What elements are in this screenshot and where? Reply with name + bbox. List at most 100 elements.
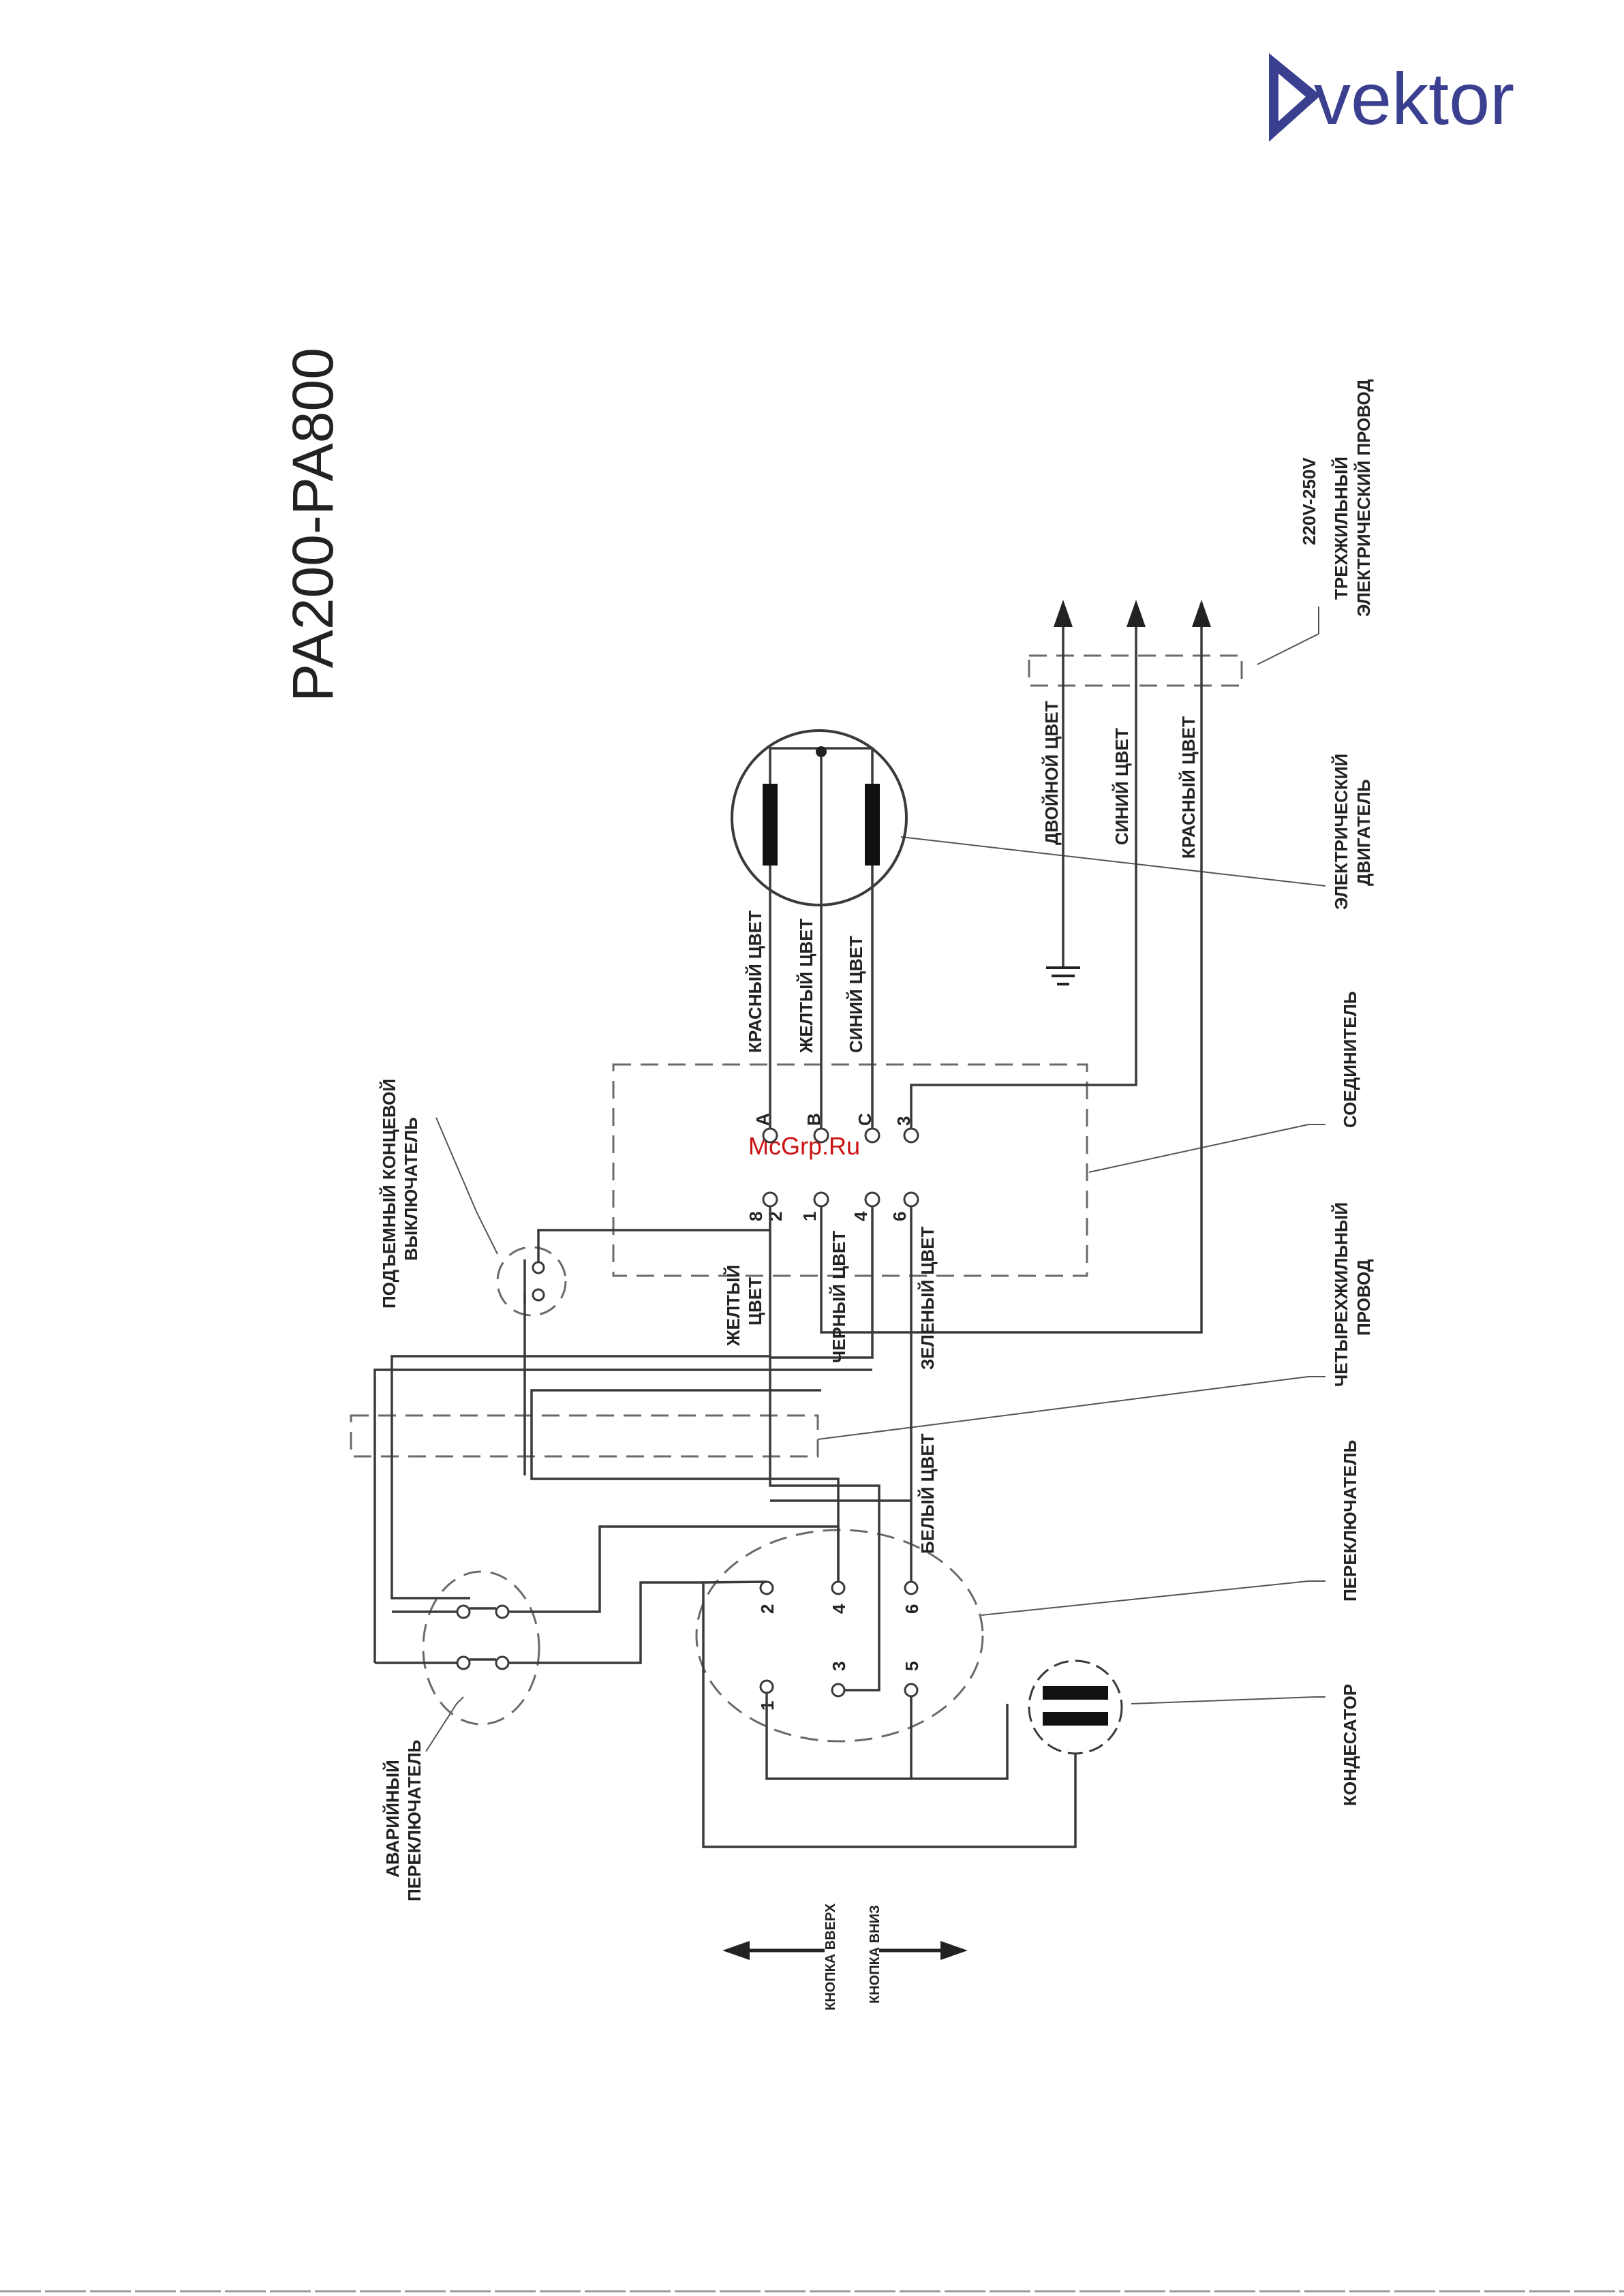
terminal-label-2: 2: [765, 1212, 786, 1221]
double-wire-arrow: [1054, 600, 1073, 627]
switch-terminal-5: [904, 1683, 919, 1698]
emergency-left-wire: [375, 1610, 457, 1664]
motor-housing: [731, 729, 908, 906]
four-core-wires: [373, 1206, 913, 1692]
black-wire-bus: [530, 1389, 840, 1587]
leader-three-core: [1257, 607, 1319, 665]
three-core-wire-label-line1: ТРЕХЖИЛЬНЫЙ: [1331, 457, 1351, 600]
limit-switch-label-line2: ВЫКЛЮЧАТЕЛЬ: [401, 1117, 421, 1261]
leader-capacitor: [1131, 1696, 1326, 1704]
capacitor-label: КОНДЕСАТОР: [1340, 1684, 1360, 1806]
button-up-label: КНОПКА ВВЕРХ: [823, 1903, 838, 2010]
wire-label-yellow-line1: ЖЕЛТЫЙ: [723, 1265, 744, 1347]
leader-switch: [981, 1580, 1326, 1616]
terminal-3: [903, 1127, 919, 1144]
terminal-label-a: A: [752, 1113, 773, 1126]
switch-terminal-1: [759, 1679, 774, 1694]
terminal-8: [762, 1191, 778, 1208]
green-wire: [770, 1206, 874, 1359]
emergency-contact-1: [456, 1604, 471, 1619]
switch-label: ПЕРЕКЛЮЧАТЕЛЬ: [1340, 1440, 1360, 1602]
emergency-bottom-wire: [502, 1581, 703, 1664]
electric-motor-label-line1: ЭЛЕКТРИЧЕСКИЙ: [1331, 754, 1351, 910]
yellow-wire: [769, 1206, 880, 1692]
switch-terminal-label-5: 5: [902, 1662, 922, 1671]
emergency-switch: [375, 1604, 510, 1670]
button-down-label: КНОПКА ВНИЗ: [868, 1905, 883, 2004]
switch-enclosure: [695, 1529, 984, 1743]
electric-motor: [731, 729, 908, 906]
terminal-label-4: 4: [851, 1211, 871, 1221]
yellow-wire-branch: [390, 1355, 770, 1599]
selector-switch: 1 2 3 4 5 6: [702, 1580, 1077, 1848]
emergency-switch-label: АВАРИЙНЫЙ ПЕРЕКЛЮЧАТЕЛЬ: [382, 1740, 425, 1901]
terminal-a: [762, 1127, 778, 1144]
voltage-label: 220V-250V: [1299, 457, 1319, 545]
black-wire: [820, 1206, 871, 1334]
emergency-contact-2: [495, 1604, 510, 1619]
limit-switch-contact-b: [532, 1288, 545, 1302]
switch-terminal-4: [831, 1580, 846, 1595]
motor-internal-wiring: [769, 747, 874, 903]
vektor-logo-text: vektor: [1314, 57, 1514, 140]
wire-label-white: БЕЛЫЙ ЦВЕТ: [917, 1433, 938, 1554]
red-supply-wire: [871, 610, 1203, 1334]
direction-arrows: КНОПКА ВВЕРХ КНОПКА ВНИЗ: [722, 1903, 968, 2010]
supply-wires: [871, 600, 1211, 1334]
emergency-switch-label-line2: ПЕРЕКЛЮЧАТЕЛЬ: [404, 1740, 425, 1901]
three-core-sheath: [1028, 654, 1243, 687]
capacitor-plate-1: [1043, 1686, 1108, 1700]
wire-label-black: ЧЕРНЫЙ ЦВЕТ: [829, 1231, 849, 1363]
wire-label-double: ДВОЙНОЙ ЦВЕТ: [1041, 701, 1062, 845]
switch-terminal-3: [831, 1683, 846, 1698]
wire-label-green: ЗЕЛЕНЫЙ ЦВЕТ: [917, 1227, 938, 1370]
leader-connector: [1088, 1124, 1326, 1173]
blue-supply-wire: [910, 610, 1137, 1133]
limit-switch-label-line1: ПОДЪЕМНЫЙ КОНЦЕВОЙ: [379, 1079, 399, 1308]
three-core-wire-label-line2: ЭЛЕКТРИЧЕСКИЙ ПРОВОД: [1353, 379, 1374, 617]
vektor-logo-mark: [1269, 53, 1321, 142]
switch-terminal-label-4: 4: [829, 1604, 849, 1614]
terminal-6: [903, 1191, 919, 1208]
four-core-wire-label-line1: ЧЕТЫРЕХЖИЛЬНЫЙ: [1331, 1202, 1351, 1387]
wire-label-red-motor: КРАСНЫЙ ЦВЕТ: [745, 910, 765, 1053]
page-title: PA200-PA800: [281, 348, 345, 702]
terminal-label-3: 3: [893, 1116, 914, 1126]
connector-label: СОЕДИНИТЕЛЬ: [1340, 991, 1360, 1128]
capacitor-plate-2: [1043, 1712, 1108, 1726]
terminal-label-1: 1: [799, 1212, 820, 1221]
motor-junction: [816, 746, 827, 757]
leader-emergency: [425, 1696, 464, 1752]
terminal-4: [864, 1191, 880, 1208]
limit-switch-contact-a: [532, 1261, 545, 1274]
switch-terminal-6: [904, 1580, 919, 1595]
up-arrow-head: [722, 1941, 750, 1960]
emergency-contact-4: [495, 1655, 510, 1670]
terminal-1: [813, 1191, 829, 1208]
switch-terminal-label-2: 2: [757, 1604, 778, 1614]
three-core-wire-label: ТРЕХЖИЛЬНЫЙ ЭЛЕКТРИЧЕСКИЙ ПРОВОД: [1331, 379, 1374, 617]
emergency-enclosure: [422, 1570, 540, 1726]
electric-motor-label: ЭЛЕКТРИЧЕСКИЙ ДВИГАТЕЛЬ: [1331, 754, 1374, 910]
leader-four-core: [817, 1376, 1326, 1440]
emergency-top-wire: [502, 1525, 840, 1613]
emergency-switch-label-line1: АВАРИЙНЫЙ: [382, 1760, 403, 1878]
wire-label-yellow-line2: ЦВЕТ: [745, 1277, 765, 1326]
terminal-label-c: C: [855, 1113, 875, 1126]
four-core-wire-label-line2: ПРОВОД: [1353, 1259, 1374, 1336]
limit-switch-label: ПОДЪЕМНЫЙ КОНЦЕВОЙ ВЫКЛЮЧАТЕЛЬ: [379, 1079, 421, 1308]
limit-switch-wire: [537, 1229, 770, 1269]
wire-label-yellow-motor: ЖЕЛТЫЙ ЦВЕТ: [796, 919, 816, 1054]
terminal-label-8: 8: [746, 1212, 766, 1221]
motor-winding-left: [763, 784, 778, 866]
wire-label-red: КРАСНЫЙ ЦВЕТ: [1178, 716, 1199, 859]
phase-wire: [373, 1368, 872, 1663]
red-supply-arrow: [1192, 600, 1211, 627]
electric-motor-label-line2: ДВИГАТЕЛЬ: [1353, 779, 1374, 886]
terminal-c: [864, 1127, 880, 1144]
switch-term2-wire: [702, 1580, 1077, 1848]
wire-label-blue-motor: СИНИЙ ЦВЕТ: [846, 936, 866, 1053]
leader-limit-switch: [435, 1117, 498, 1255]
down-arrow-head: [940, 1941, 968, 1960]
